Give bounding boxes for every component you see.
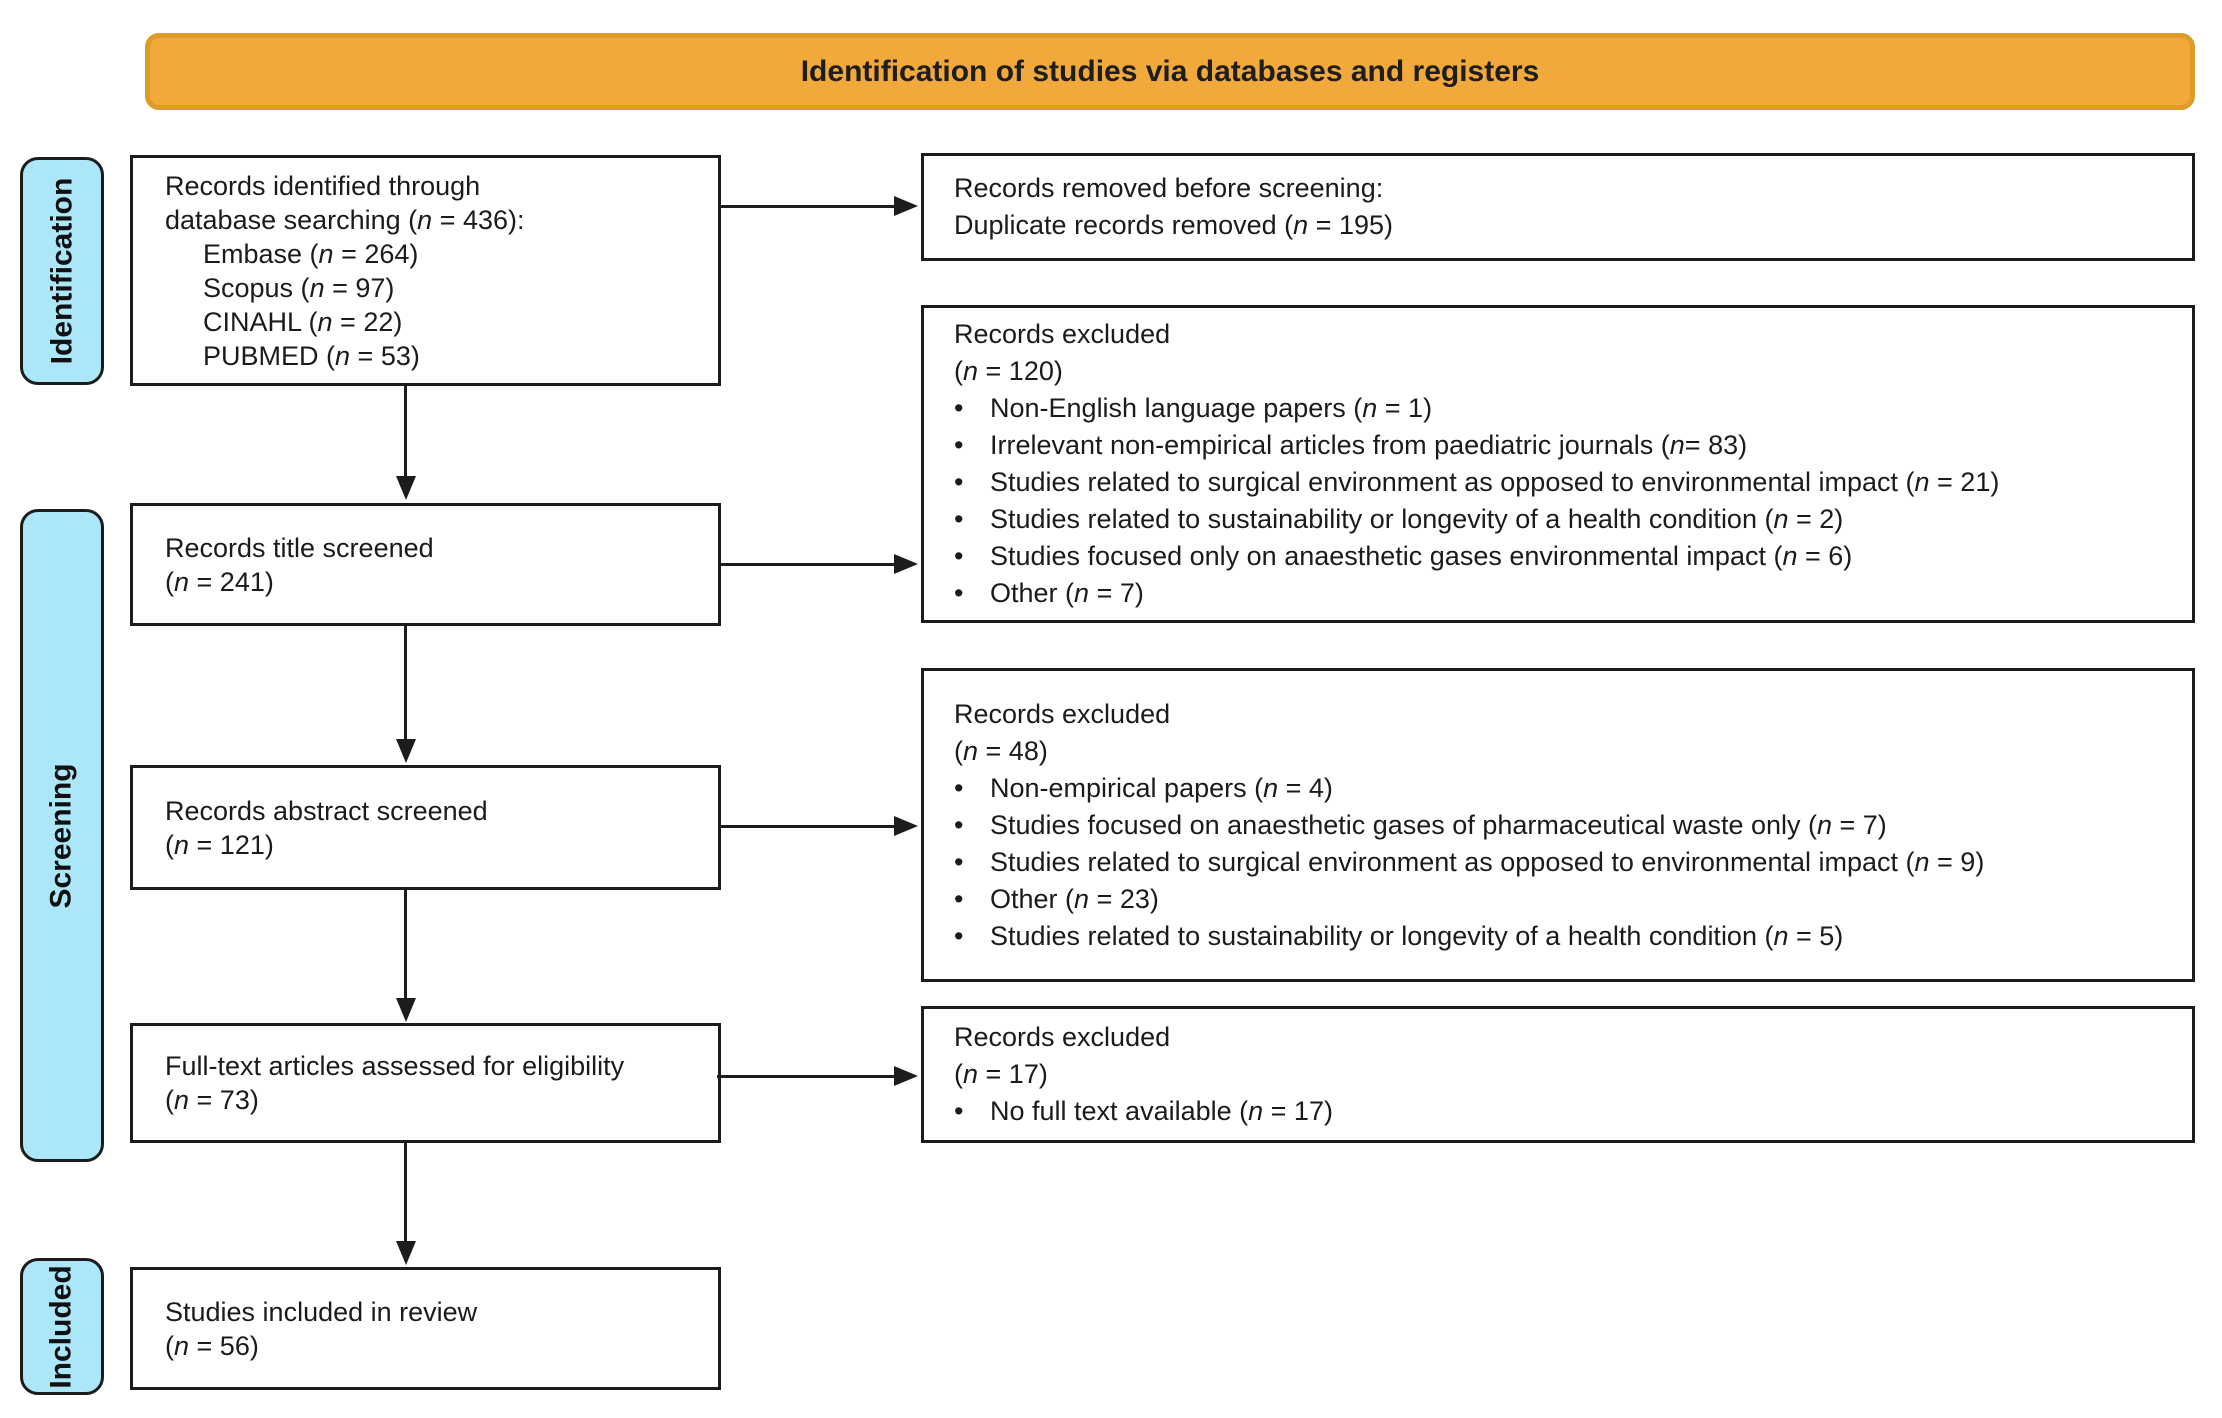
- box-studies-included: Studies included in review(n = 56): [130, 1267, 721, 1390]
- box-bullet: •No full text available (n = 17): [954, 1093, 2168, 1130]
- box-line: (n = 17): [954, 1059, 1048, 1089]
- banner-label: Identification of studies via databases …: [800, 54, 1540, 88]
- box-line: (n = 241): [165, 566, 274, 597]
- box-bullet: •Irrelevant non-empirical articles from …: [954, 427, 2168, 464]
- arrowhead-icon: [396, 476, 416, 500]
- arrowhead-icon: [894, 196, 918, 216]
- bullet-icon: •: [954, 1096, 964, 1126]
- bullet-icon: •: [954, 846, 964, 877]
- box-excluded-fulltext: Records excluded (n = 17) •No full text av…: [921, 1006, 2195, 1143]
- box-line: database searching (n = 436):: [165, 204, 525, 235]
- box-bullet: •Studies related to sustainability or lo…: [954, 501, 2168, 538]
- bullet-icon: •: [954, 541, 964, 571]
- box-subline: CINAHL (n = 22): [203, 306, 403, 337]
- box-bullet: •Other (n = 23): [954, 881, 2168, 918]
- box-line: (n = 73): [165, 1085, 259, 1115]
- arrowhead-icon: [396, 998, 416, 1022]
- banner-title: Identification of studies via databases …: [145, 33, 2195, 110]
- box-excluded-abstract: Records excluded (n = 48) •Non-empirical p…: [921, 668, 2195, 982]
- box-removed-before-screening: Records removed before screening: Duplica…: [921, 153, 2195, 261]
- box-excluded-title: Records excluded (n = 120) •Non-English la…: [921, 305, 2195, 623]
- box-bullet: •Studies focused on anaesthetic gases of…: [954, 807, 2168, 844]
- box-subline: PUBMED (n = 53): [203, 340, 420, 371]
- box-subline: Scopus (n = 97): [203, 272, 395, 303]
- arrowhead-icon: [894, 816, 918, 836]
- box-line: Records removed before screening:: [954, 173, 1384, 203]
- stage-tab-identification-label: Identification: [45, 177, 79, 365]
- arrowhead-icon: [396, 739, 416, 763]
- stage-tab-screening-label: Screening: [45, 762, 78, 909]
- bullet-icon: •: [954, 504, 964, 534]
- arrowhead-icon: [894, 554, 918, 574]
- stage-tab-screening: Screening: [20, 509, 104, 1162]
- arrowhead-icon: [396, 1241, 416, 1265]
- box-line: Records excluded: [954, 698, 1171, 729]
- arrowhead-icon: [894, 1066, 918, 1086]
- bullet-icon: •: [954, 467, 964, 497]
- bullet-icon: •: [954, 578, 964, 608]
- stage-tab-included: Included: [20, 1258, 104, 1395]
- box-bullet: •Studies related to surgical environment…: [954, 844, 2168, 881]
- bullet-icon: •: [954, 883, 964, 914]
- box-line: Records excluded: [954, 319, 1171, 349]
- box-subline: Embase (n = 264): [203, 238, 419, 269]
- stage-tab-identification: Identification: [20, 157, 104, 385]
- box-bullet: •Other (n = 7): [954, 575, 2168, 612]
- box-line: Records title screened: [165, 532, 434, 563]
- box-line: (n = 48): [954, 735, 1048, 766]
- box-line: (n = 120): [954, 356, 1063, 386]
- box-records-abstract-screened: Records abstract screened(n = 121): [130, 765, 721, 890]
- box-bullet: •Non-English language papers (n = 1): [954, 390, 2168, 427]
- box-records-title-screened: Records title screened(n = 241): [130, 503, 721, 626]
- stage-tab-included-label: Included: [45, 1264, 78, 1389]
- bullet-icon: •: [954, 809, 964, 840]
- box-line: Duplicate records removed (n = 195): [954, 210, 1393, 240]
- box-line: Full-text articles assessed for eligibil…: [165, 1051, 625, 1081]
- box-line: Studies included in review: [165, 1296, 478, 1327]
- box-line: (n = 121): [165, 829, 274, 860]
- box-line: (n = 56): [165, 1330, 259, 1361]
- box-bullet: •Studies related to surgical environment…: [954, 464, 2168, 501]
- box-fulltext-assessed: Full-text articles assessed for eligibil…: [130, 1023, 721, 1143]
- bullet-icon: •: [954, 430, 964, 460]
- box-bullet: •Studies focused only on anaesthetic gas…: [954, 538, 2168, 575]
- bullet-icon: •: [954, 772, 964, 803]
- box-line: Records abstract screened: [165, 795, 488, 826]
- box-bullet: •Studies related to sustainability or lo…: [954, 918, 2168, 955]
- box-line: Records excluded: [954, 1022, 1171, 1052]
- bullet-icon: •: [954, 920, 964, 951]
- box-bullet: •Non-empirical papers (n = 4): [954, 770, 2168, 807]
- box-line: Records identified through: [165, 170, 481, 201]
- bullet-icon: •: [954, 393, 964, 423]
